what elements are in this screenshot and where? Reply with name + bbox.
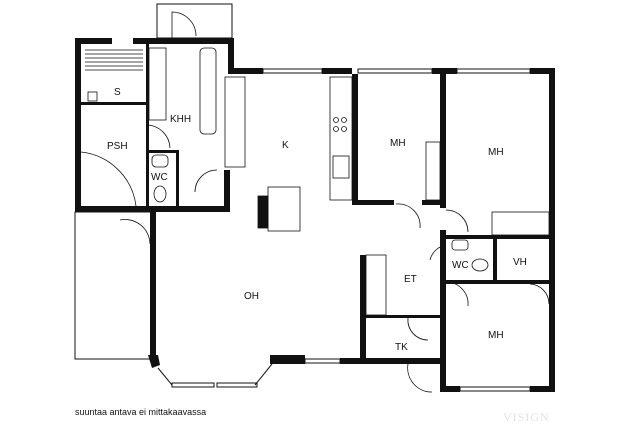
fireplace (267, 186, 301, 232)
room-label-s: S (114, 87, 121, 98)
entry-porch (156, 3, 233, 39)
room-label-k: K (282, 140, 289, 151)
watermark-logo: VISIGN (503, 410, 550, 424)
room-label-wc: WC (151, 172, 168, 183)
room-label-vh: VH (513, 257, 527, 268)
room-label-mh: MH (488, 147, 504, 158)
terrace (74, 211, 152, 360)
fixtures (80, 11, 550, 393)
room-label-khh: KHH (170, 114, 191, 125)
room-label-tk: TK (395, 342, 408, 353)
sauna-bench (85, 49, 143, 71)
windows (75, 68, 531, 392)
room-label-oh: OH (244, 291, 259, 302)
scale-disclaimer: suuntaa antava ei mittakaavassa (75, 407, 207, 417)
room-label-mh: MH (488, 330, 504, 341)
room-labels: S KHH PSH WC K MH MH WC VH ET OH TK MH (107, 87, 527, 353)
room-label-wc: WC (452, 260, 469, 271)
room-label-mh: MH (390, 138, 406, 149)
room-label-psh: PSH (107, 141, 128, 152)
walls (75, 38, 555, 392)
room-label-et: ET (404, 274, 417, 285)
